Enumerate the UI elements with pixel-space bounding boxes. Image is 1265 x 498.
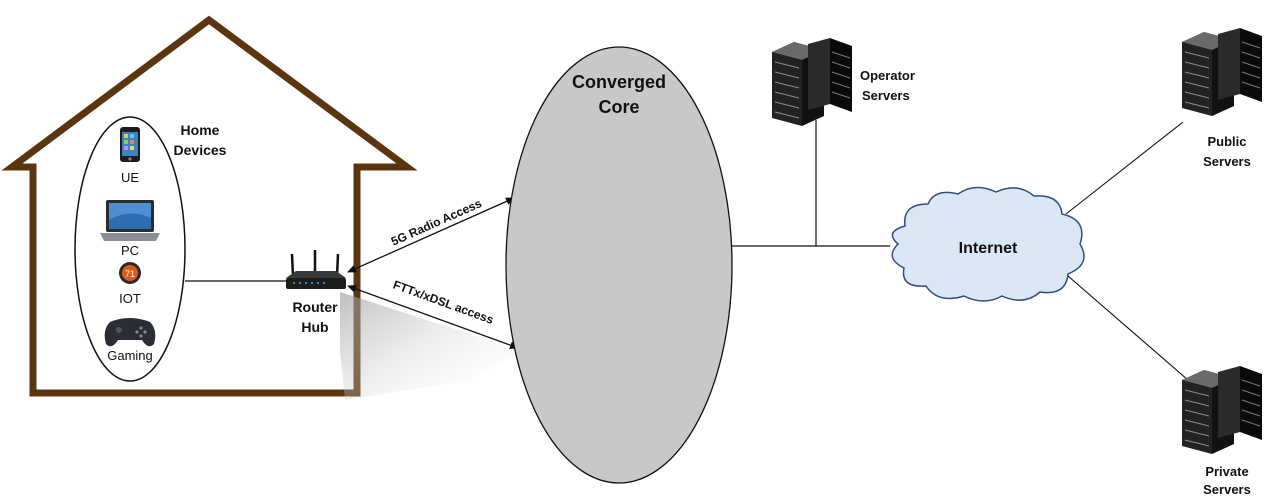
operator-servers-line1: Operator: [860, 68, 915, 83]
radio-access-label: 5G Radio Access: [389, 196, 484, 249]
private-servers-line2: Servers: [1203, 482, 1251, 497]
radio-access-arrow: [347, 197, 515, 273]
thermostat-icon: 71: [119, 262, 141, 284]
svg-text:71: 71: [125, 269, 135, 279]
laptop-icon: [100, 200, 160, 241]
private-server-rack-icon: [1181, 365, 1263, 455]
smartphone-icon: [120, 127, 140, 162]
home-devices-group: [74, 116, 186, 382]
operator-server-rack-icon: [771, 37, 853, 127]
public-servers-line2: Servers: [1203, 154, 1251, 169]
device-label-pc: PC: [121, 243, 139, 258]
device-label-gaming: Gaming: [107, 348, 153, 363]
internet-cloud: [891, 186, 1085, 302]
core-label-line1: Converged: [572, 72, 666, 92]
device-label-ue: UE: [121, 170, 139, 185]
internet-label: Internet: [959, 240, 1018, 257]
fixed-access-arrow: [347, 284, 519, 350]
internet-public-link: [1065, 121, 1184, 215]
operator-servers-line2: Servers: [862, 88, 910, 103]
gamepad-icon: [104, 318, 156, 347]
router-label-line1: Router: [292, 299, 338, 315]
converged-core: [505, 46, 733, 484]
public-servers-line1: Public: [1207, 134, 1246, 149]
router-shadow: [340, 292, 520, 400]
device-label-iot: IOT: [119, 291, 141, 306]
private-servers-line1: Private: [1205, 464, 1248, 479]
public-server-rack-icon: [1181, 27, 1263, 117]
router-label-line2: Hub: [301, 319, 328, 335]
router-icon: [286, 250, 346, 289]
core-label-line2: Core: [598, 97, 639, 117]
home-devices-title-line1: Home: [181, 122, 220, 138]
home-devices-title-line2: Devices: [174, 142, 227, 158]
internet-private-link: [1067, 275, 1189, 381]
